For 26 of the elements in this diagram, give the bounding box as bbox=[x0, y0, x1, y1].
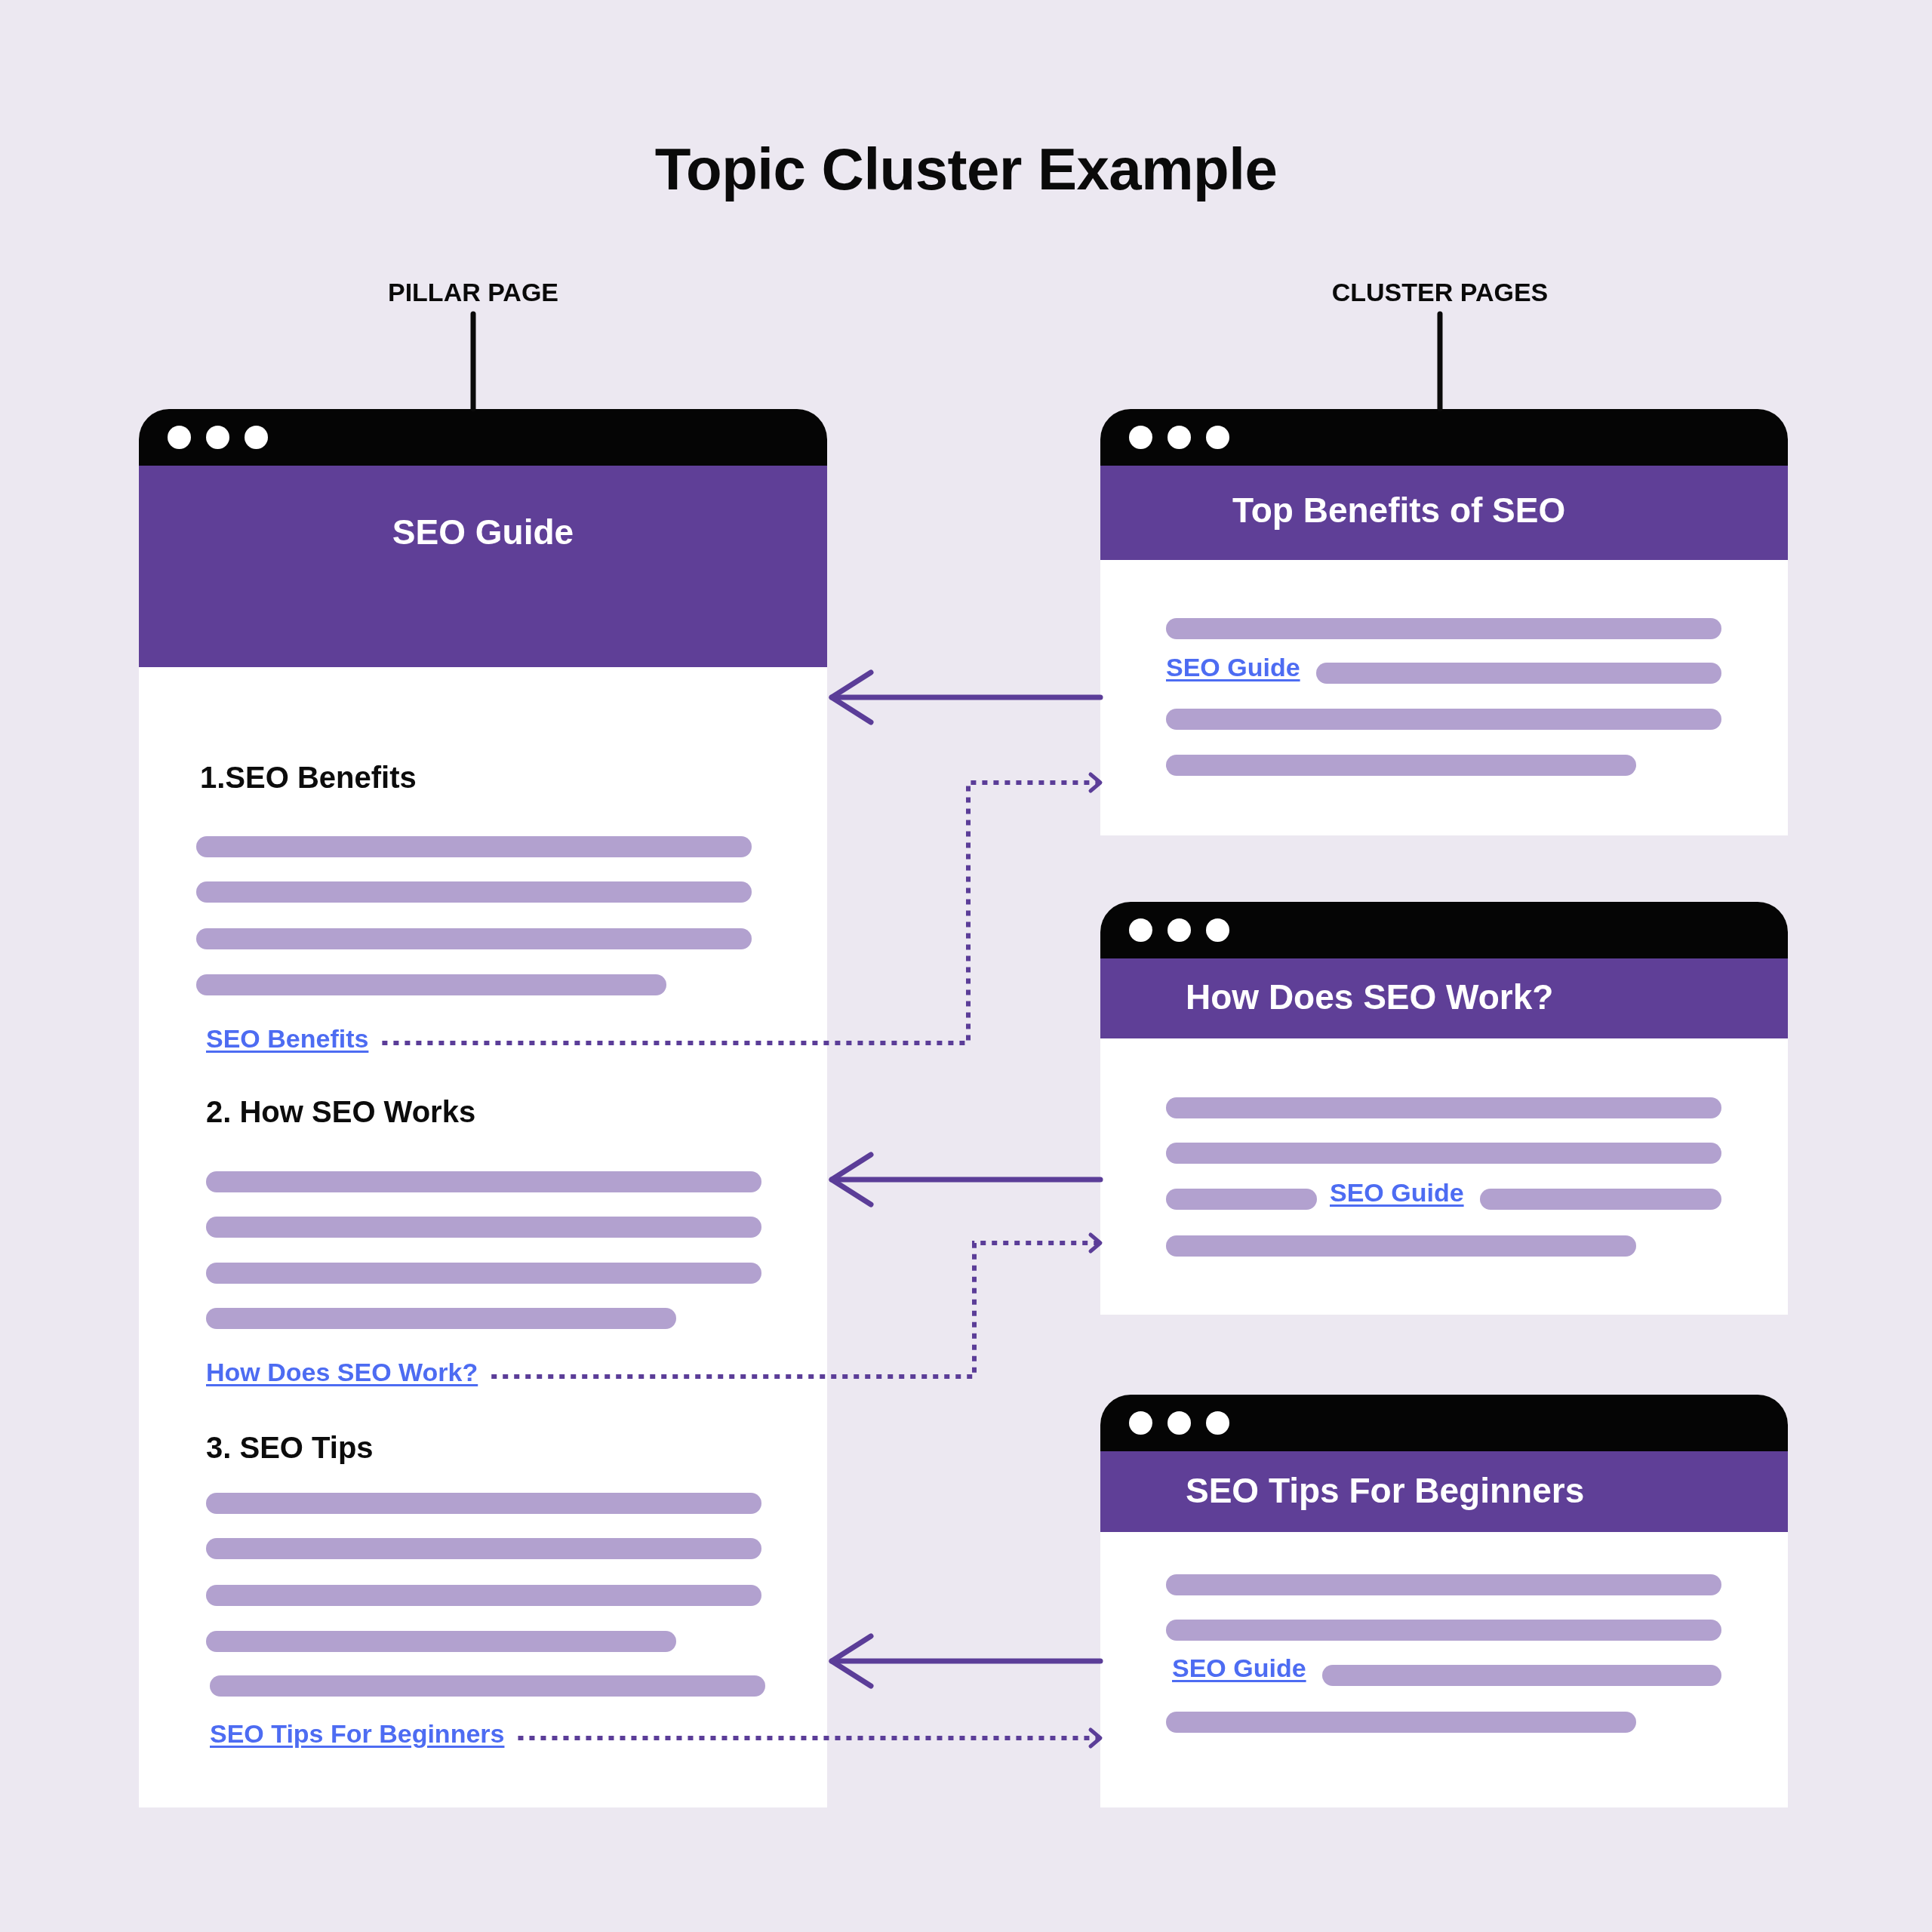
arrow bbox=[829, 1633, 1103, 1689]
diagram-title: Topic Cluster Example bbox=[654, 135, 1278, 203]
arrow bbox=[829, 1152, 1103, 1208]
arrow bbox=[829, 669, 1103, 725]
hyperlink: How Does SEO Work? bbox=[206, 1355, 478, 1389]
browser-window bbox=[1100, 902, 1788, 1315]
dotted-arrow bbox=[518, 1727, 1103, 1749]
page-title: Top Benefits of SEO bbox=[1232, 490, 1566, 531]
hyperlink: SEO Guide bbox=[1330, 1177, 1464, 1208]
column-label: PILLAR PAGE bbox=[388, 276, 558, 308]
hyperlink: SEO Guide bbox=[1172, 1653, 1306, 1684]
hyperlink: SEO Benefits bbox=[206, 1021, 369, 1056]
browser-window bbox=[1100, 1395, 1788, 1807]
section-heading: 1.SEO Benefits bbox=[200, 760, 417, 795]
browser-window bbox=[139, 409, 827, 1807]
page-title: SEO Guide bbox=[392, 512, 574, 553]
hyperlink: SEO Tips For Beginners bbox=[210, 1716, 505, 1751]
dotted-arrow bbox=[382, 772, 1103, 1045]
page-title: How Does SEO Work? bbox=[1186, 977, 1554, 1018]
column-label: CLUSTER PAGES bbox=[1331, 276, 1549, 308]
hyperlink: SEO Guide bbox=[1166, 652, 1300, 683]
browser-window bbox=[1100, 409, 1788, 835]
page-title: SEO Tips For Beginners bbox=[1186, 1470, 1585, 1512]
section-heading: 3. SEO Tips bbox=[206, 1430, 374, 1466]
section-heading: 2. How SEO Works bbox=[206, 1094, 476, 1130]
dotted-arrow bbox=[491, 1232, 1103, 1379]
